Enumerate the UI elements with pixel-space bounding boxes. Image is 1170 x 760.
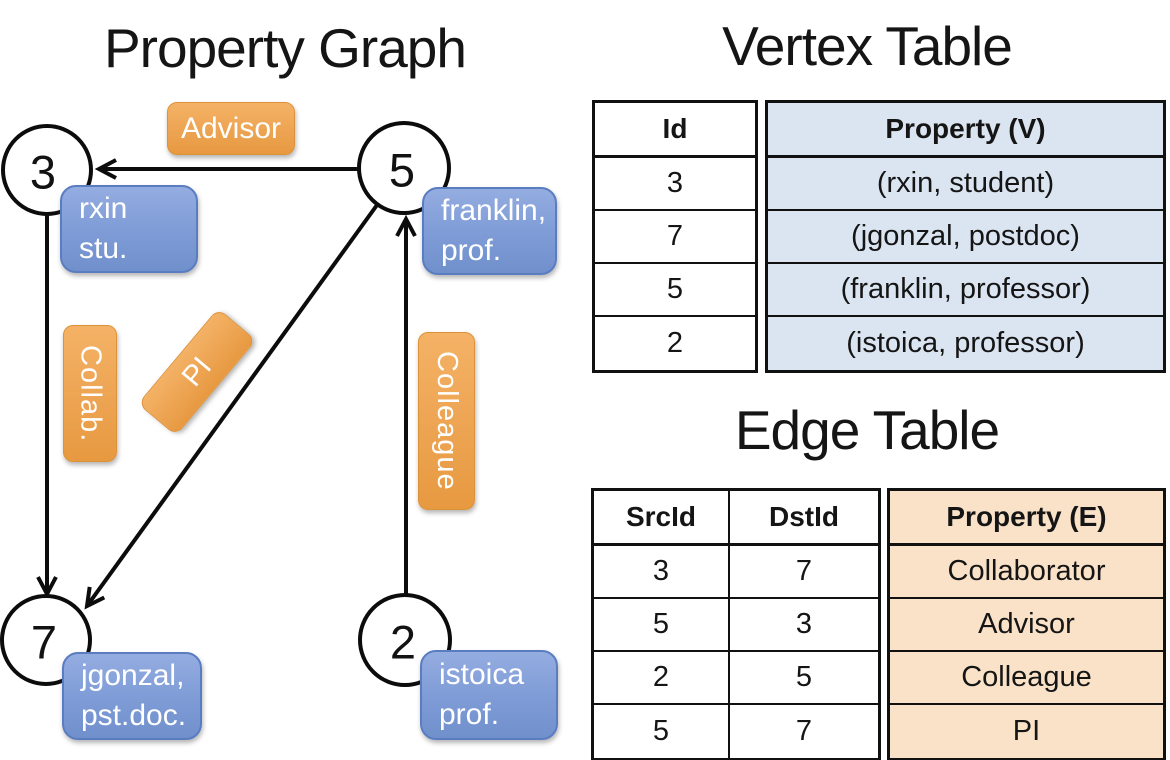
vertex-table-cell-property: (istoica, professor)	[768, 317, 1163, 370]
edge-table-cell-dst: 7	[730, 546, 878, 599]
edge-table-cell-dst: 7	[795, 715, 813, 747]
vertex-table-cell-id: 7	[595, 211, 755, 264]
edge-label-colleague-text: Colleague	[431, 351, 463, 491]
vertex-table-cell-id: 3	[595, 158, 755, 211]
edge-table-id-columns: SrcId 3 5 2 5 DstId 7 3 5 7	[591, 488, 881, 760]
edge-table-header-src: SrcId	[594, 491, 728, 546]
edge-table-header-dst: DstId	[730, 491, 878, 546]
node-label-7: 7	[30, 615, 58, 669]
edge-label-advisor: Advisor	[167, 102, 295, 155]
edge-table-property-column: Property (E) Collaborator Advisor Collea…	[887, 488, 1166, 760]
vertex-table-cell-id: 2	[666, 327, 684, 359]
node-label-5: 5	[388, 143, 416, 197]
edge-table-cell-src: 5	[594, 599, 728, 652]
edge-label-collab-text: Collab.	[74, 344, 107, 443]
edge-label-collab: Collab.	[63, 325, 117, 462]
vertex-box-istoica-line1: istoica	[439, 658, 525, 691]
edge-table-cell-src: 3	[594, 546, 728, 599]
vertex-box-jgonzal: jgonzal, pst.doc.	[62, 652, 202, 740]
vertex-table-cell-property: (franklin, professor)	[768, 264, 1163, 317]
edge-table-cell-dst: 5	[730, 652, 878, 705]
edge-table-cell-src: 2	[594, 652, 728, 705]
edge-table-cell-property: Collaborator	[890, 546, 1163, 599]
edge-table-cell-property: Advisor	[890, 599, 1163, 652]
vertex-table-id-column: Id 3 7 5 2	[592, 100, 758, 373]
vertex-box-rxin: rxin stu.	[60, 185, 198, 273]
property-graph-title: Property Graph	[103, 17, 467, 79]
vertex-table-header-id: Id	[595, 103, 755, 158]
vertex-table-cell-property: (rxin, student)	[768, 158, 1163, 211]
vertex-box-jgonzal-line2: pst.doc.	[81, 699, 187, 732]
vertex-box-franklin-line2: prof.	[441, 234, 502, 267]
vertex-box-franklin: franklin, prof.	[422, 187, 557, 275]
edge-table-dst-column: DstId 7 3 5 7	[728, 491, 878, 758]
arrow-5-to-7	[84, 203, 379, 610]
node-label-2: 2	[389, 615, 417, 669]
vertex-box-istoica-line2: prof.	[439, 698, 500, 731]
vertex-table-cell-property: (jgonzal, postdoc)	[768, 211, 1163, 264]
node-label-3: 3	[29, 145, 57, 199]
edge-label-pi-text: PI	[175, 350, 218, 393]
edge-table-header-property: Property (E)	[890, 491, 1163, 546]
vertex-box-rxin-line2: stu.	[79, 232, 128, 265]
vertex-box-istoica: istoica prof.	[420, 650, 558, 740]
edge-table-cell-dst: 3	[730, 599, 878, 652]
edge-table-cell-property: PI	[890, 705, 1163, 758]
vertex-box-jgonzal-line1: jgonzal,	[81, 659, 185, 692]
vertex-table-header-property: Property (V)	[768, 103, 1163, 158]
vertex-table-cell-id: 5	[595, 264, 755, 317]
edge-table-src-column: SrcId 3 5 2 5	[594, 491, 728, 758]
vertex-box-franklin-line1: franklin,	[441, 194, 547, 227]
edge-table-cell-property: Colleague	[890, 652, 1163, 705]
edge-label-colleague: Colleague	[418, 332, 475, 510]
edge-table-title: Edge Table	[734, 399, 1000, 461]
vertex-table-property-column: Property (V) (rxin, student) (jgonzal, p…	[765, 100, 1166, 373]
vertex-box-rxin-line1: rxin	[79, 192, 128, 225]
edge-table-cell-src: 5	[652, 715, 670, 747]
vertex-table-title: Vertex Table	[722, 15, 1013, 77]
edge-label-advisor-text: Advisor	[180, 111, 282, 145]
